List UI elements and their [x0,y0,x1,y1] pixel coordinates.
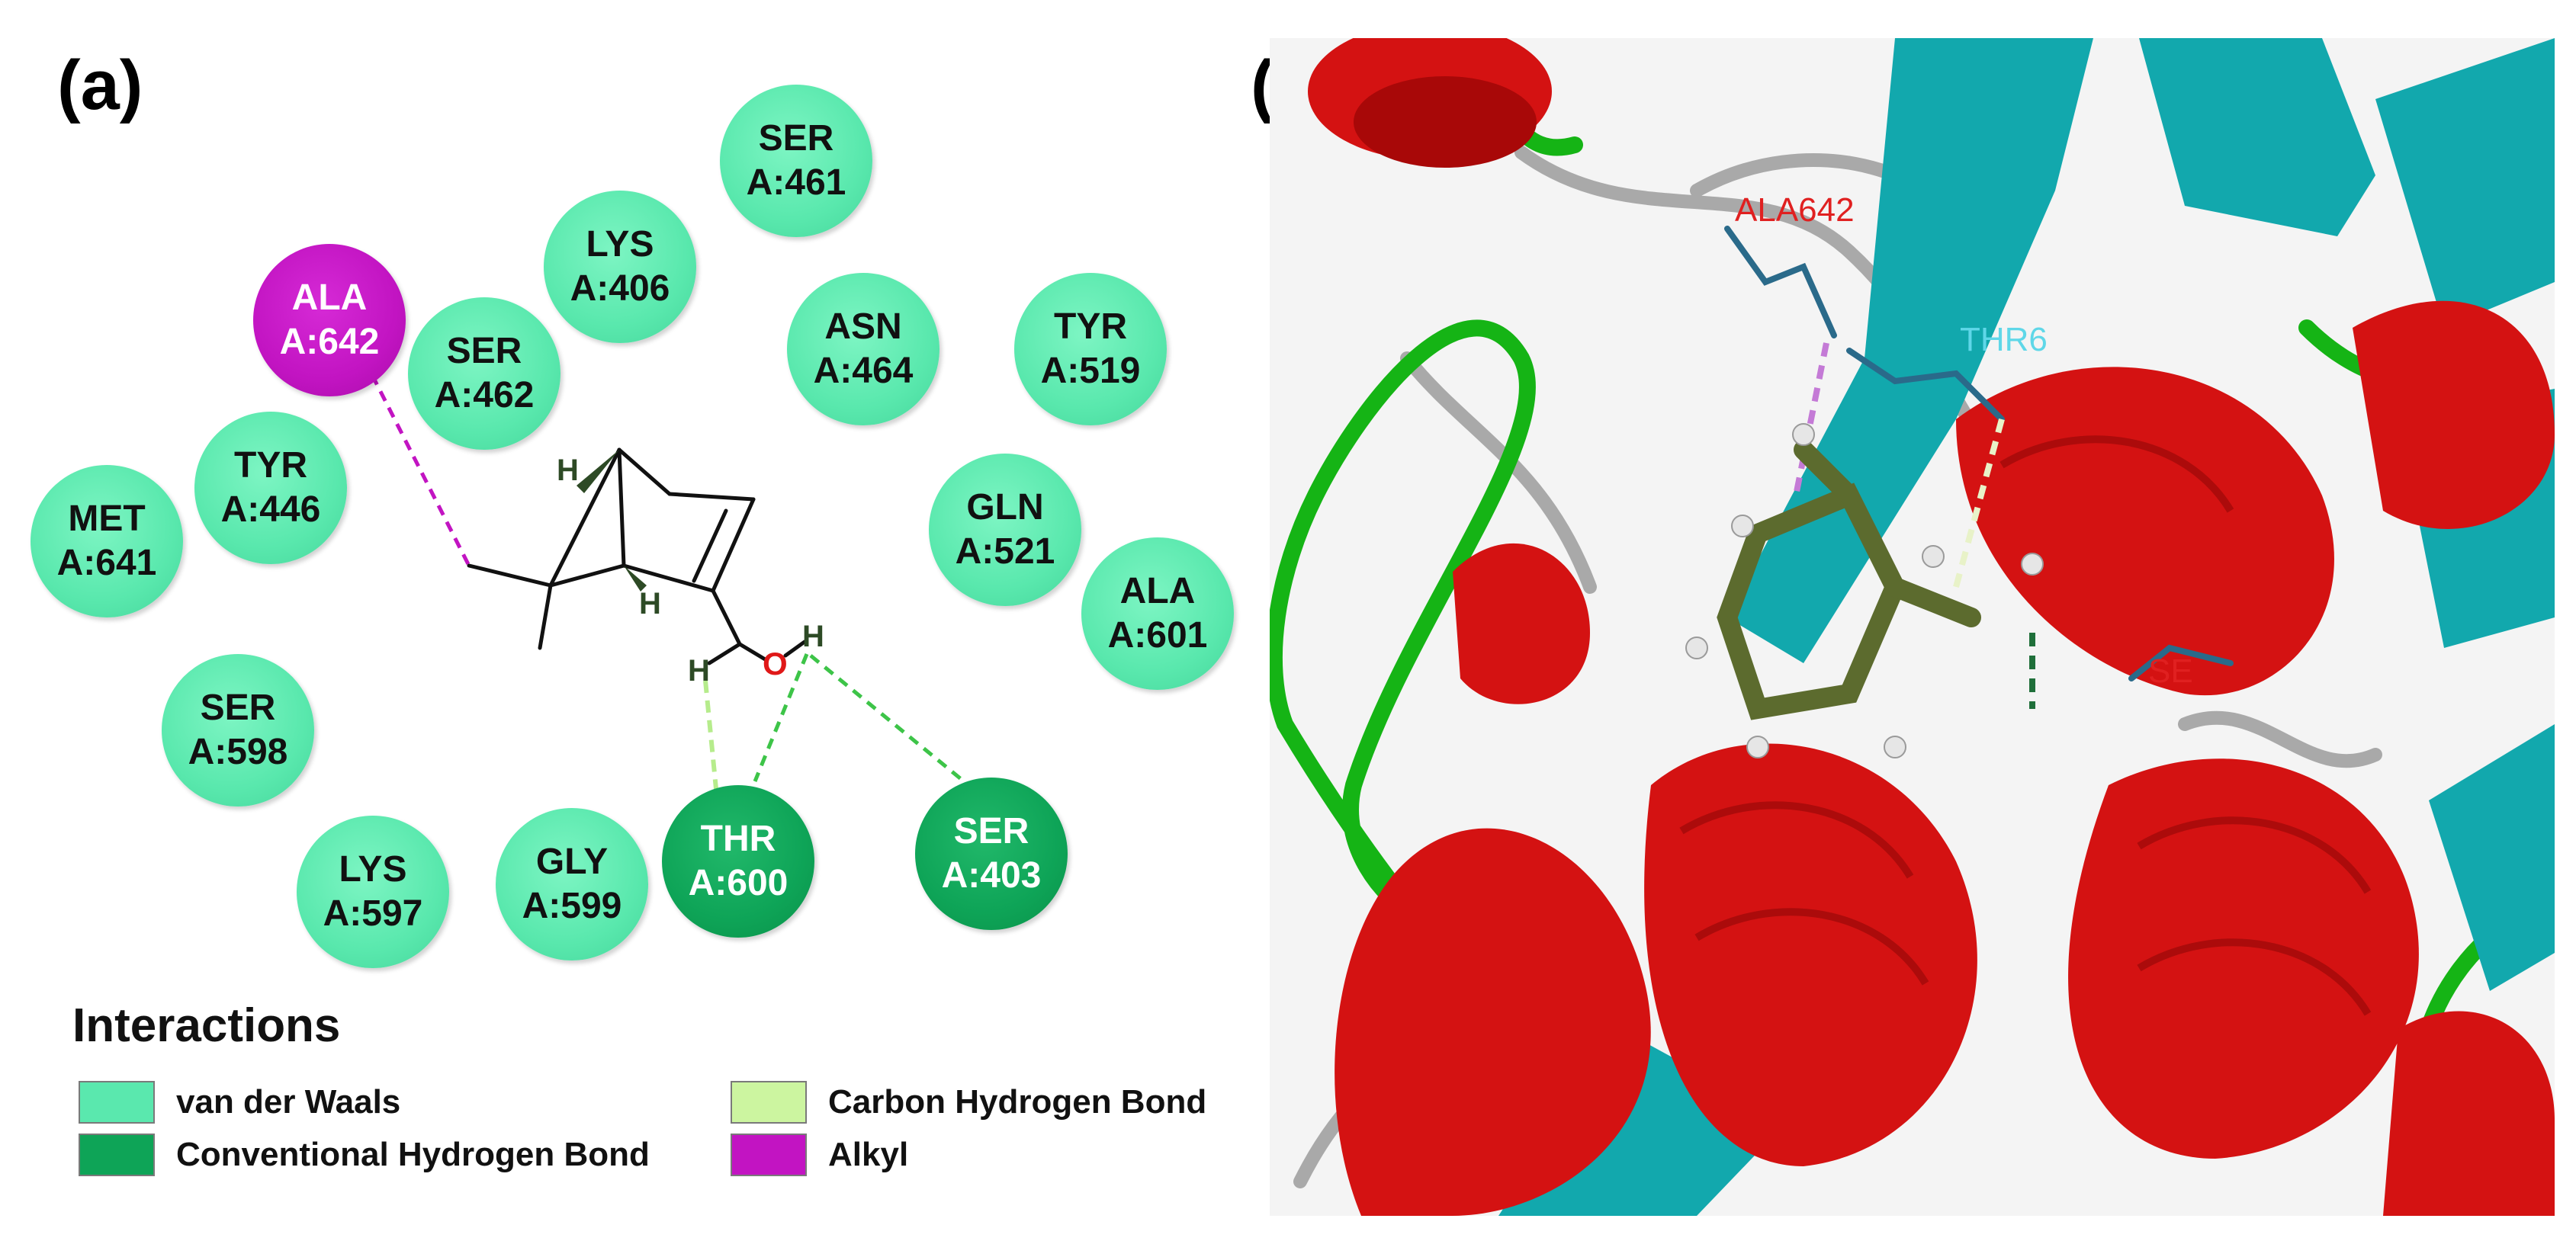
legend-swatch [79,1081,155,1124]
conventional-hbond-line-thr600 [753,653,809,782]
legend-item-conventional-hbond: Conventional Hydrogen Bond [79,1134,650,1176]
alkyl-dash-3d [1793,342,1829,496]
wedge-bond-bottom [624,566,647,592]
legend-label: Conventional Hydrogen Bond [176,1136,650,1173]
legend-swatch [731,1081,807,1124]
hydrogen-atom-label: H [639,587,661,620]
legend-label: Alkyl [828,1136,909,1173]
legend-title: Interactions [72,999,341,1052]
legend-label: Carbon Hydrogen Bond [828,1083,1207,1121]
carbon-hbond-dash-3d [1953,418,2005,588]
residue-sticks [1724,226,2234,681]
ligand-structure [467,447,807,665]
helix-shading [1679,435,2372,1016]
ligand-3d [1717,440,1981,720]
hydrogen-atom-label: H [802,620,824,653]
legend-swatch [79,1134,155,1176]
ribbon-scene-svg: ALA642 THR6 SE [1270,38,2555,1216]
legend-swatch [731,1134,807,1176]
wedge-bond-top [577,450,619,493]
interaction-diagram: H H H O H [370,374,970,797]
scene-label-se: SE [2148,653,2193,690]
conventional-hbond-line-ser403 [809,654,970,787]
scene-label-ala642: ALA642 [1735,191,1855,229]
legend-item-carbon-hbond: Carbon Hydrogen Bond [731,1081,1206,1124]
scene-label-thr6: THR6 [1960,321,2048,358]
ligand-hydrogens [1685,423,2044,758]
legend-item-van-der-waals: van der Waals [79,1081,400,1124]
panel-a-label: (a) [57,46,143,124]
hydrogen-atom-label: H [557,454,579,487]
legend-item-alkyl: Alkyl [731,1134,908,1176]
protein-3d-render: ALA642 THR6 SE [1270,38,2555,1216]
legend-label: van der Waals [176,1083,401,1121]
hydrogen-atom-label: H [688,654,710,688]
oxygen-atom-label: O [763,646,788,681]
carbon-hbond-line [703,680,719,797]
